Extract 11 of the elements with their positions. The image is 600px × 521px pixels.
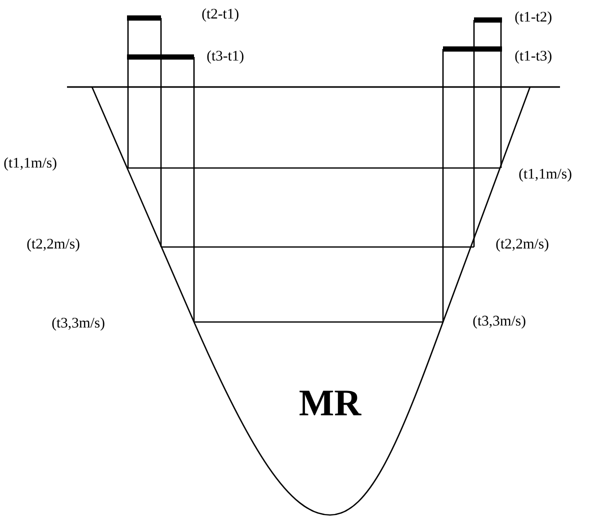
point-label: (t1,1m/s)	[519, 168, 572, 182]
point-label: (t3,3m/s)	[473, 315, 526, 329]
region-label: MR	[300, 390, 362, 416]
point-label: (t1-t2)	[515, 11, 552, 25]
point-label: (t1,1m/s)	[4, 157, 56, 171]
point-label: (t2,2m/s)	[496, 238, 548, 252]
point-label: (t3,3m/s)	[52, 317, 104, 331]
point-label: (t3-t1)	[207, 50, 244, 64]
point-label: (t2,2m/s)	[27, 238, 80, 252]
point-label: (t1-t3)	[515, 50, 552, 64]
point-label: (t2-t1)	[202, 8, 238, 22]
